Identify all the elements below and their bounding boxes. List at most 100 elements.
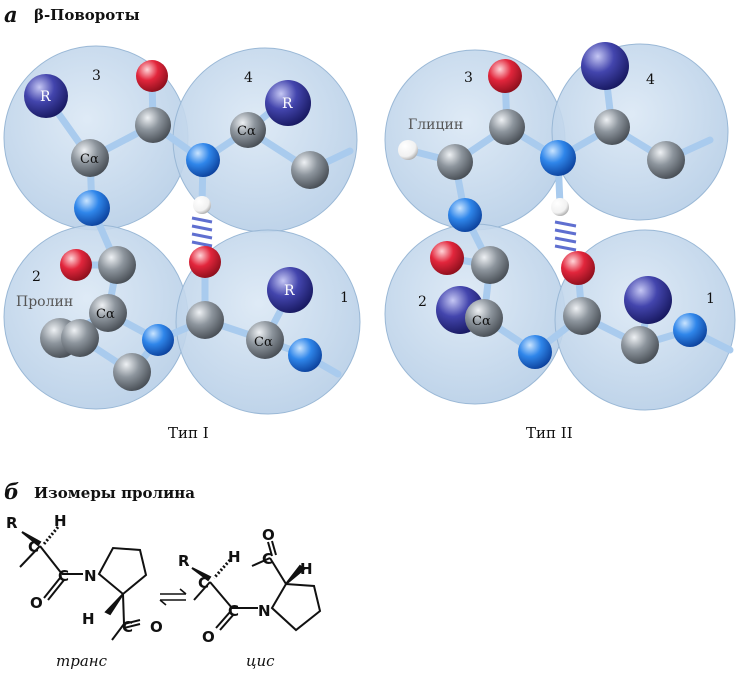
type2-nitrogen-2	[518, 335, 552, 369]
panel-a-title: β-Повороты	[34, 6, 140, 24]
type1-r-group-3	[24, 74, 68, 118]
type2-oxygen-3	[488, 59, 522, 93]
type2-nitrogen-3	[448, 198, 482, 232]
type1-hydrogen	[193, 196, 211, 214]
type1-proline-carbon-b	[61, 319, 99, 357]
trans-wedge-ca	[104, 593, 124, 616]
type2-r-group-1	[624, 276, 672, 324]
trans-atom-h-bottom: H	[82, 610, 95, 628]
type1-nitrogen-3	[74, 190, 110, 226]
cis-atom-c-top: C	[262, 550, 273, 568]
type2-r-group-4	[581, 42, 629, 90]
type2-atoms	[398, 42, 707, 369]
type2-alpha-carbon-4	[594, 109, 630, 145]
cis-atom-n: N	[258, 602, 271, 620]
cis-atom-c-main: C	[198, 574, 209, 592]
type1-caption: Тип I	[168, 424, 209, 442]
type1-residue-label-1: 1	[340, 290, 349, 306]
type1-hydrogen-bond	[191, 216, 213, 248]
type2-ca-label-2: Cα	[472, 314, 491, 329]
cis-proline-structure	[191, 540, 322, 632]
type1-r-label-1: R	[284, 283, 295, 299]
cis-wedge-r	[191, 567, 212, 582]
type1-ca-label-1: Cα	[254, 335, 273, 350]
type2-alpha-carbon-2	[465, 299, 503, 337]
type1-carbonyl-carbon-1	[186, 301, 224, 339]
trans-wedge-r	[21, 531, 42, 547]
type2-oxygen-1	[561, 251, 595, 285]
type2-residue-label-1: 1	[706, 291, 715, 307]
type1-proline-label: Пролин	[16, 294, 73, 310]
cis-atom-o-top: O	[262, 526, 275, 544]
trans-atom-o-left: O	[30, 594, 43, 612]
equilibrium-arrows	[159, 588, 187, 606]
type1-atoms	[24, 60, 329, 391]
panel-a-letter: а	[4, 2, 18, 27]
type2-atom-labels: 3 4 2 1 Глицин Cα	[408, 70, 715, 329]
type2-glycine-hydrogen	[398, 140, 418, 160]
type1-r-group-1	[267, 267, 313, 313]
cis-wedge-ca	[285, 564, 306, 585]
type1-alpha-carbon-2	[89, 294, 127, 332]
cis-atom-h-top: H	[228, 548, 241, 566]
trans-atom-r: R	[6, 514, 18, 532]
cis-atom-r: R	[178, 552, 190, 570]
trans-atom-n: N	[84, 567, 97, 585]
trans-label: транс	[56, 652, 108, 670]
trans-proline-structure	[19, 526, 148, 641]
type2-carbon-4b	[647, 141, 685, 179]
type1-nitrogen-1	[288, 338, 322, 372]
type2-residue-sphere-4	[551, 43, 729, 221]
type1-alpha-carbon-1	[246, 321, 284, 359]
type1-nitrogen-2	[142, 324, 174, 356]
type2-alpha-carbon-1	[621, 326, 659, 364]
type2-hydrogen	[551, 198, 569, 216]
trans-proline-atoms: R H C C N O H C O	[6, 512, 163, 636]
type1-residue-label-3: 3	[92, 68, 101, 84]
type1-carbonyl-carbon-2	[98, 246, 136, 284]
type1-r-label-3: R	[40, 89, 51, 105]
panel-b-letter: б	[4, 479, 20, 504]
type1-carbon-4b	[291, 151, 329, 189]
cis-atom-h-ring: H	[300, 560, 313, 578]
type2-spheres	[384, 43, 736, 411]
type1-ca-label-2: Cα	[96, 307, 115, 322]
trans-atom-c-right: C	[122, 618, 133, 636]
type2-residue-label-4: 4	[646, 72, 655, 88]
type1-proline-carbon-c	[113, 353, 151, 391]
type1-r-label-4: R	[282, 96, 293, 112]
cis-proline-atoms: O C H H R C C N O	[178, 526, 313, 646]
type1-ca-label-4: Cα	[237, 124, 256, 139]
type2-nitrogen-4	[540, 140, 576, 176]
type1-oxygen-3	[136, 60, 168, 92]
type2-residue-label-3: 3	[464, 70, 473, 86]
cis-atom-c-carbonyl: C	[228, 602, 239, 620]
trans-atom-c-main: C	[28, 538, 39, 556]
trans-pyrrolidine-ring	[97, 546, 148, 596]
type2-oxygen-2	[430, 241, 464, 275]
trans-atom-h-top: H	[54, 512, 67, 530]
type2-carbonyl-carbon-2	[471, 246, 509, 284]
type2-carbonyl-carbon-3	[489, 109, 525, 145]
type2-carbonyl-carbon-1	[563, 297, 601, 335]
type2-nitrogen-1	[673, 313, 707, 347]
type1-atom-labels: 3 4 2 1 R R R Cα Cα Cα Cα Пролин	[16, 68, 349, 350]
cis-pyrrolidine-ring	[270, 582, 322, 632]
cis-hash-h	[212, 559, 232, 579]
trans-atom-c-carbonyl: C	[58, 567, 69, 585]
type1-oxygen-2	[60, 249, 92, 281]
cis-label: цис	[246, 652, 275, 670]
type2-hydrogen-bond	[554, 220, 577, 252]
type1-residue-label-4: 4	[244, 70, 253, 86]
panel-b-title: Изомеры пролина	[34, 484, 195, 502]
type1-carbonyl-carbon-3	[135, 107, 171, 143]
cis-atom-o-bottom: O	[202, 628, 215, 646]
type1-alpha-carbon-4	[230, 112, 266, 148]
type1-alpha-carbon-3	[71, 139, 109, 177]
type1-ca-label-3: Cα	[80, 152, 99, 167]
trans-atom-o-right: O	[150, 618, 163, 636]
type2-residue-label-2: 2	[418, 294, 427, 310]
type2-caption: Тип II	[526, 424, 573, 442]
type2-alpha-carbon-3	[437, 144, 473, 180]
